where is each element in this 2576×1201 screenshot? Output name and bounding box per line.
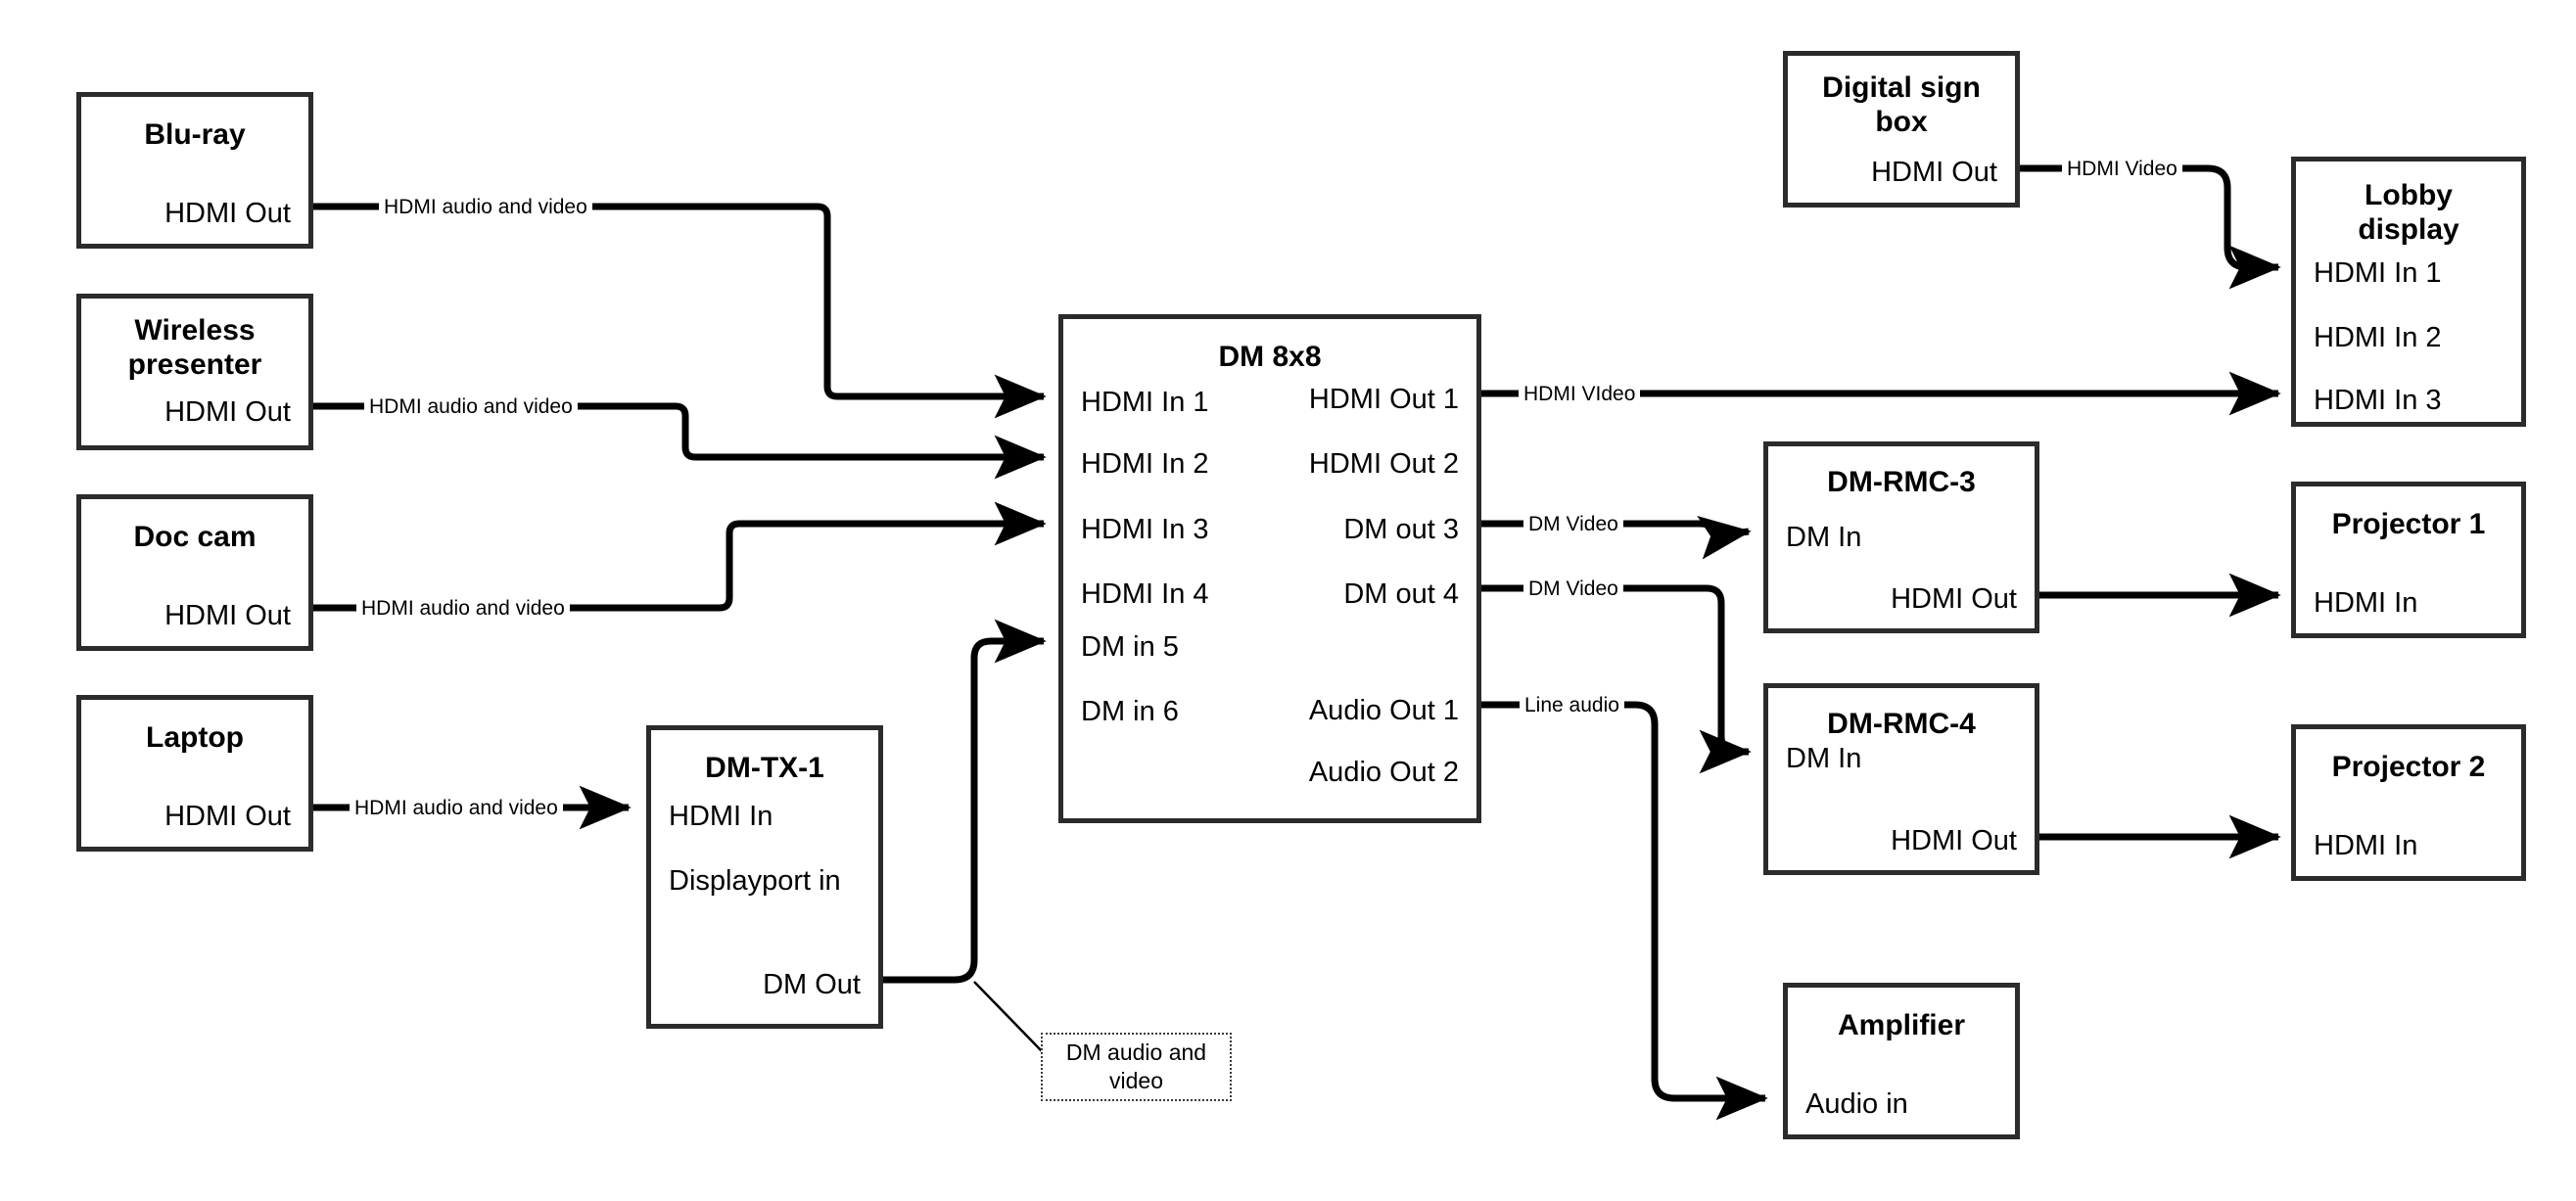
port-dm-8x8-hdmi-out-1: HDMI Out 1 [1308,384,1459,415]
node-dm-tx-1[interactable]: DM-TX-1 HDMI In Displayport in DM Out [646,725,883,1029]
edge-label-wireless-hdmi-av: HDMI audio and video [364,394,578,420]
port-lobby-display-hdmi-in-2: HDMI In 2 [2314,322,2442,353]
node-dm-8x8[interactable]: DM 8x8 HDMI In 1 HDMI In 2 HDMI In 3 HDM… [1058,314,1481,823]
port-dm-rmc-3-hdmi-out: HDMI Out [1891,583,2017,615]
node-title-digital-sign-box: Digital sign box [1822,71,1981,138]
port-dm-8x8-hdmi-in-4: HDMI In 4 [1081,578,1209,610]
node-lobby-display[interactable]: Lobby display HDMI In 1 HDMI In 2 HDMI I… [2291,157,2526,427]
wire-dm-out4-to-rmc4 [1481,584,1752,774]
port-doc-cam-hdmi-out: HDMI Out [164,600,291,631]
node-laptop[interactable]: Laptop HDMI Out [76,695,313,852]
port-dm-rmc-3-dm-in: DM In [1786,522,1862,553]
wire-audio-out1-to-amp [1481,701,1768,1121]
port-laptop-hdmi-out: HDMI Out [164,801,291,832]
wire-bluray-to-dm-in1 [313,203,1047,419]
port-amplifier-audio-in: Audio in [1805,1088,1908,1120]
node-title-dm-rmc-4: DM-RMC-4 [1827,708,1976,740]
edge-label-laptop-hdmi-av: HDMI audio and video [350,796,563,821]
edge-label-hdmi-video-sign: HDMI Video [2062,157,2182,182]
node-title-projector-1: Projector 1 [2331,508,2486,540]
port-dm-8x8-dm-in-6: DM in 6 [1081,696,1179,727]
node-title-dm-8x8: DM 8x8 [1218,341,1322,373]
port-dm-8x8-audio-out-1: Audio Out 1 [1308,695,1459,726]
node-title-dm-rmc-3: DM-RMC-3 [1827,466,1976,498]
edge-label-bluray-hdmi-av: HDMI audio and video [379,195,592,220]
node-doc-cam[interactable]: Doc cam HDMI Out [76,494,313,651]
port-dm-8x8-hdmi-out-2: HDMI Out 2 [1308,448,1459,480]
node-title-laptop: Laptop [146,721,244,754]
port-lobby-display-hdmi-in-3: HDMI In 3 [2314,385,2442,416]
node-dm-rmc-3[interactable]: DM-RMC-3 DM In HDMI Out [1763,441,2039,633]
edge-label-dm-video-3: DM Video [1523,512,1623,537]
port-projector-2-hdmi-in: HDMI In [2314,830,2418,861]
edge-label-hdmi-video-out1: HDMI VIdeo [1519,382,1641,407]
node-digital-sign-box[interactable]: Digital sign box HDMI Out [1783,51,2020,208]
node-blu-ray[interactable]: Blu-ray HDMI Out [76,92,313,249]
node-projector-1[interactable]: Projector 1 HDMI In [2291,482,2526,638]
port-dm-8x8-dm-out-3: DM out 3 [1343,514,1459,545]
wire-tx-to-dm-in5 [883,619,1047,984]
port-projector-1-hdmi-in: HDMI In [2314,587,2418,619]
node-title-doc-cam: Doc cam [133,521,257,553]
port-dm-8x8-dm-in-5: DM in 5 [1081,631,1179,663]
callout-dm-audio-and-video: DM audio and video [1041,1033,1232,1101]
port-dm-8x8-audio-out-2: Audio Out 2 [1308,757,1459,788]
port-blu-ray-hdmi-out: HDMI Out [164,198,291,229]
edge-label-doccam-hdmi-av: HDMI audio and video [356,596,570,622]
port-dm-tx-1-hdmi-in: HDMI In [669,801,773,832]
node-title-dm-tx-1: DM-TX-1 [705,752,824,784]
port-dm-tx-1-dm-out: DM Out [763,969,861,1000]
port-dm-rmc-4-hdmi-out: HDMI Out [1891,825,2017,856]
node-dm-rmc-4[interactable]: DM-RMC-4 DM In HDMI Out [1763,683,2039,875]
node-title-lobby-display: Lobby display [2358,179,2459,246]
port-digital-sign-box-hdmi-out: HDMI Out [1871,157,1997,188]
port-dm-tx-1-displayport-in: Displayport in [669,865,841,897]
port-dm-8x8-hdmi-in-1: HDMI In 1 [1081,387,1209,418]
node-wireless-presenter[interactable]: Wireless presenter HDMI Out [76,294,313,450]
port-dm-8x8-hdmi-in-2: HDMI In 2 [1081,448,1209,480]
port-lobby-display-hdmi-in-1: HDMI In 1 [2314,257,2442,289]
node-projector-2[interactable]: Projector 2 HDMI In [2291,724,2526,881]
port-dm-8x8-hdmi-in-3: HDMI In 3 [1081,514,1209,545]
node-title-wireless-presenter: Wireless presenter [127,314,262,381]
node-title-amplifier: Amplifier [1837,1009,1966,1041]
edge-label-line-audio: Line audio [1520,693,1624,718]
node-amplifier[interactable]: Amplifier Audio in [1783,983,2020,1139]
port-wireless-presenter-hdmi-out: HDMI Out [164,396,291,428]
node-title-blu-ray: Blu-ray [144,118,246,151]
port-dm-rmc-4-dm-in: DM In [1786,743,1862,774]
node-title-projector-2: Projector 2 [2331,751,2486,783]
port-dm-8x8-dm-out-4: DM out 4 [1343,578,1459,610]
wire-sign-to-lobby1 [2017,164,2281,290]
edge-label-dm-video-4: DM Video [1523,577,1623,602]
callout-leader-line [973,981,1044,1053]
